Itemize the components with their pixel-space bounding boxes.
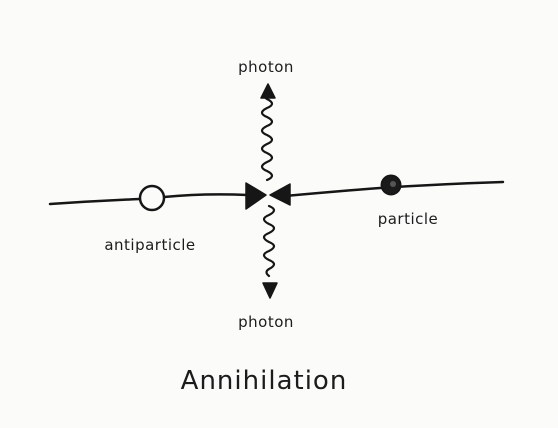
photon-top-wave bbox=[260, 90, 274, 182]
antiparticle-line-to-center bbox=[162, 193, 250, 199]
particle-arrowhead bbox=[269, 183, 291, 206]
antiparticle-label: antiparticle bbox=[104, 236, 195, 254]
antiparticle-line bbox=[48, 197, 142, 206]
photon-bottom-label: photon bbox=[238, 313, 294, 331]
antiparticle-circle bbox=[138, 184, 166, 212]
photon-top-label: photon bbox=[238, 58, 294, 76]
particle-line bbox=[283, 180, 505, 198]
photon-bottom-wave bbox=[262, 204, 276, 278]
photon-bottom-arrowhead bbox=[262, 282, 278, 299]
antiparticle-arrowhead bbox=[245, 182, 267, 210]
particle-circle-highlight bbox=[390, 181, 396, 187]
diagram-caption: Annihilation bbox=[181, 366, 348, 396]
photon-top-arrowhead bbox=[260, 83, 276, 99]
particle-label: particle bbox=[378, 210, 439, 228]
